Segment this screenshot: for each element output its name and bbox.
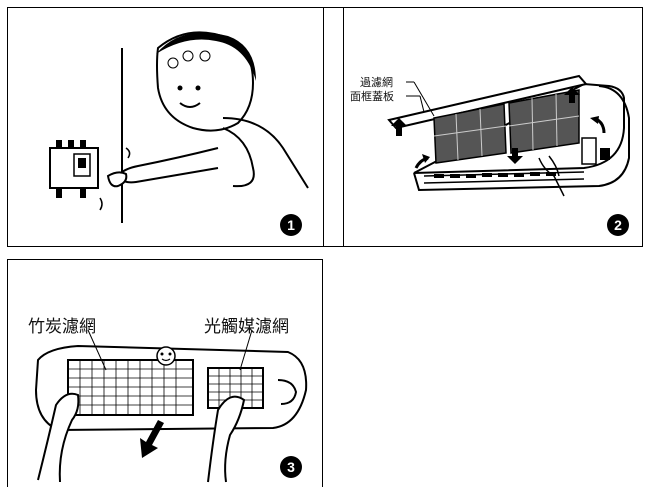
- step-number-badge: 1: [280, 214, 302, 236]
- step2-panel: 過濾網 面框蓋板 2: [323, 7, 643, 247]
- person-switching-off-power-illustration: [49, 31, 309, 223]
- step3-panel: 竹炭濾網 光觸媒濾網 3: [7, 259, 323, 487]
- open-front-panel-illustration: [387, 74, 630, 197]
- step-number-badge: 3: [280, 456, 302, 478]
- front-panel-label: 面框蓋板: [350, 90, 394, 103]
- step-number-badge: 2: [607, 214, 629, 236]
- charcoal-filter-label: 竹炭濾網: [28, 317, 96, 337]
- photocatalyst-filter-label: 光觸媒濾網: [204, 317, 289, 337]
- filter-label: 過濾網: [360, 76, 393, 89]
- step1-panel: 1: [7, 7, 323, 247]
- panel-divider: [343, 7, 344, 247]
- remove-filters-illustration: [34, 329, 308, 483]
